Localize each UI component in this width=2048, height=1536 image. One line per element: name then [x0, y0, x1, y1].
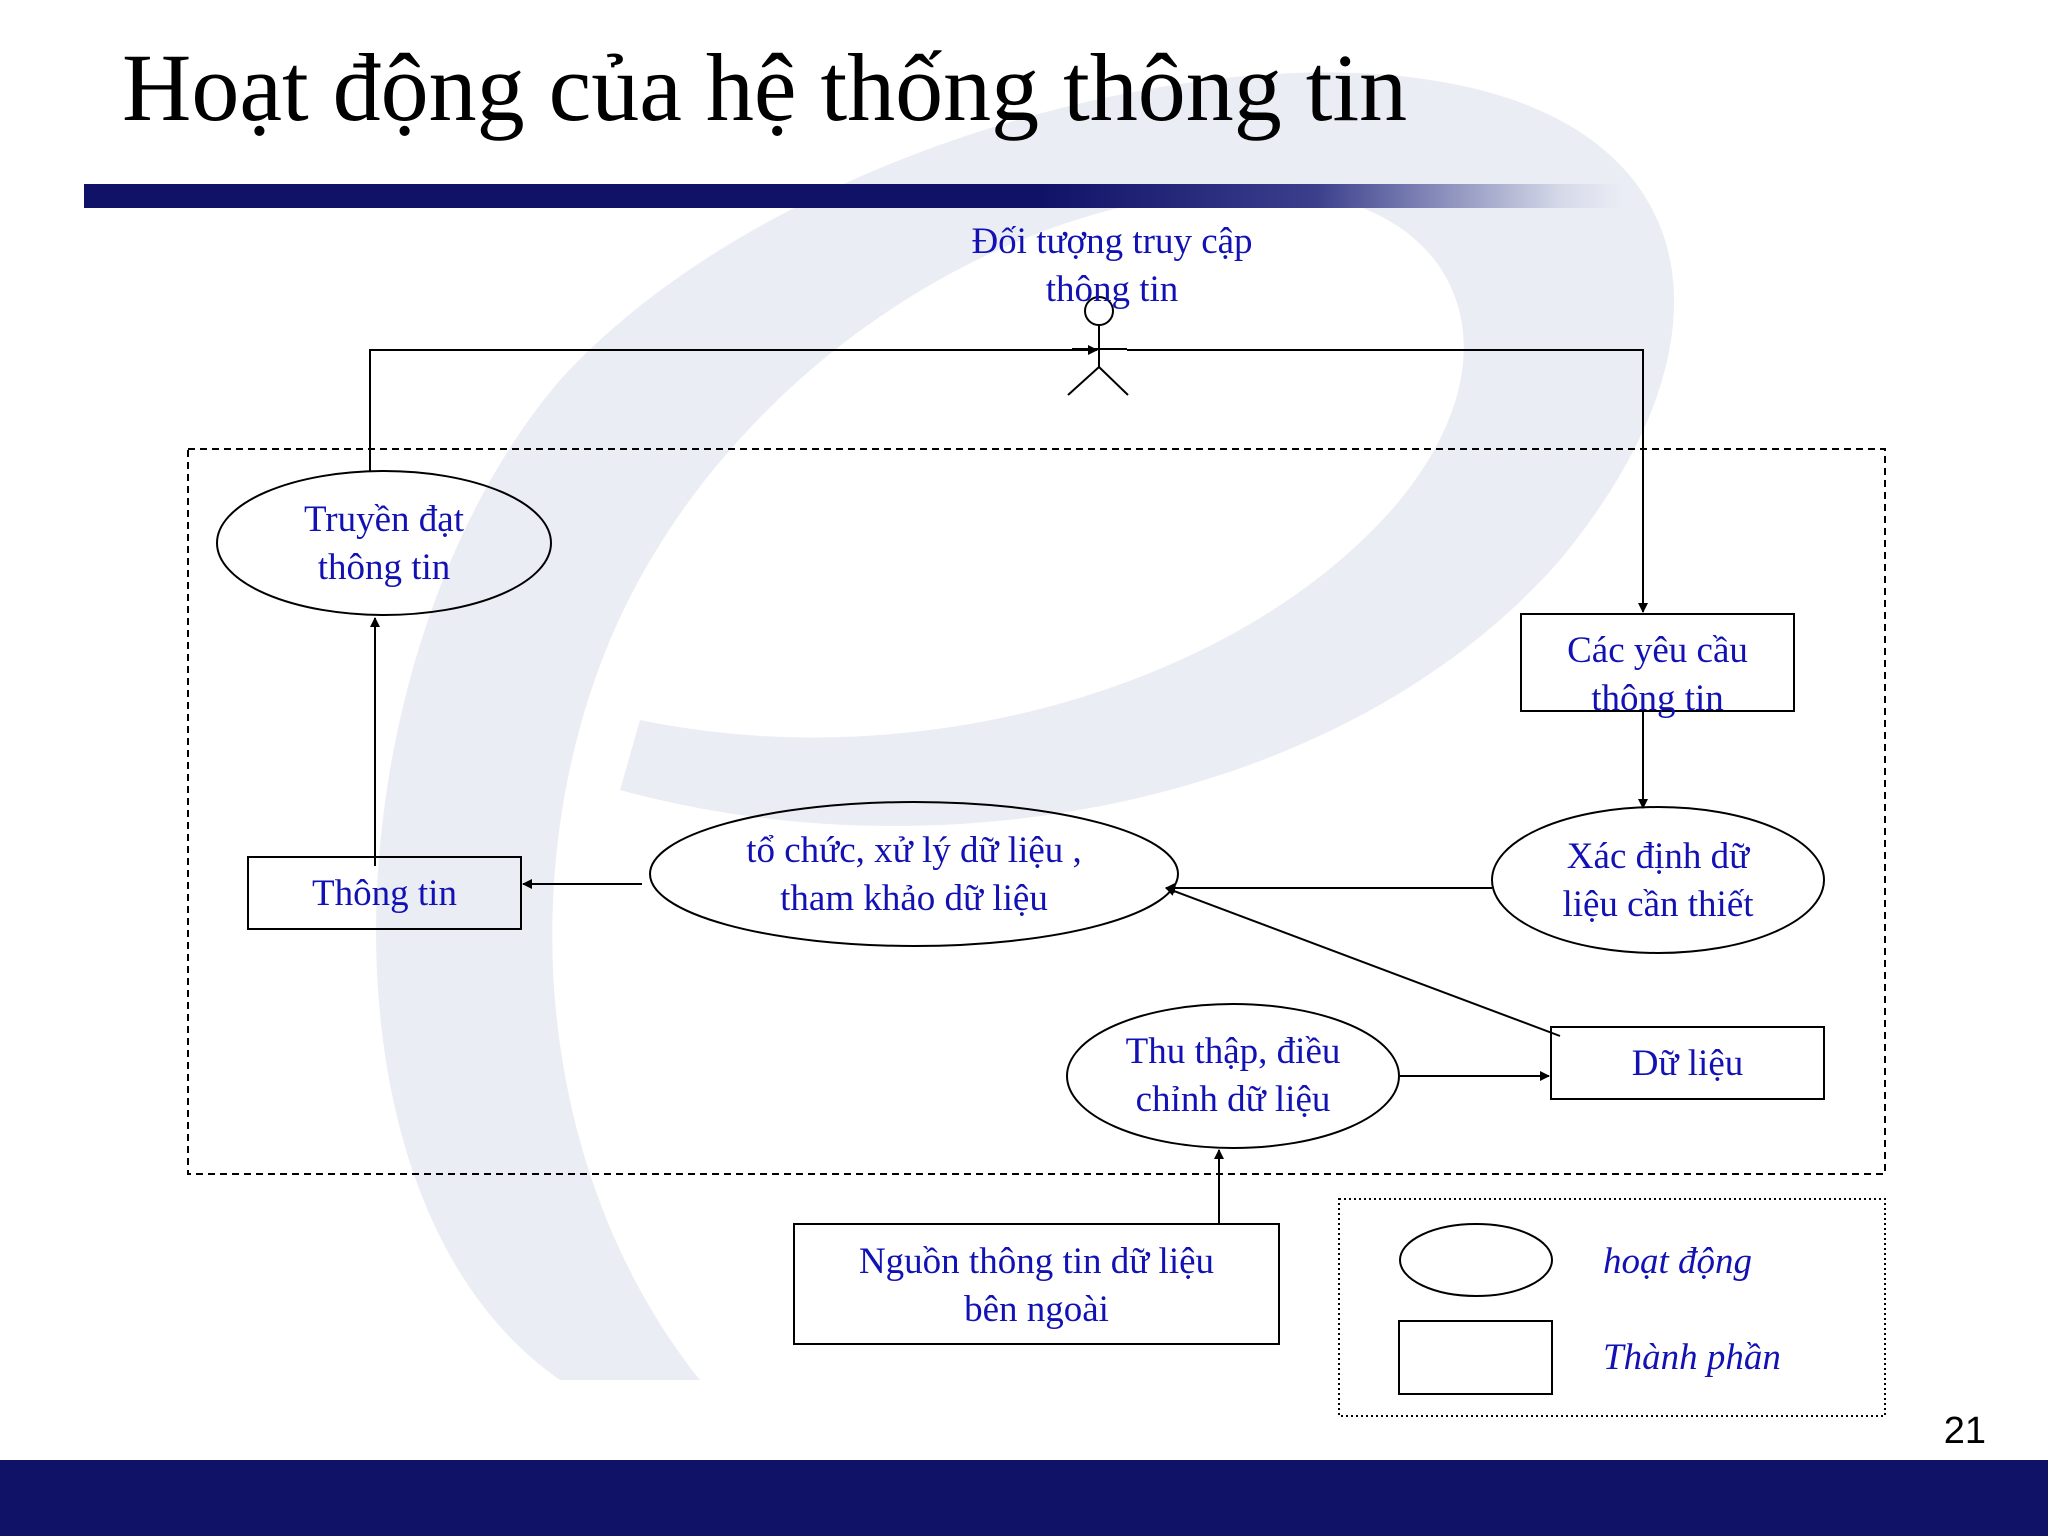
bottom-bar: [0, 1460, 2048, 1536]
legend-activity-label: hoạt động: [1603, 1241, 1753, 1282]
component-du-lieu-shape: [1550, 1026, 1825, 1100]
component-nguon-shape: [793, 1223, 1280, 1345]
component-yeu-cau-label: Các yêu cầu thông tin: [1567, 630, 1748, 719]
arrow-du-lieu-to-to-chuc: [1165, 886, 1561, 1037]
component-du-lieu-label: Dữ liệu: [1631, 1043, 1744, 1084]
component-nguon-label: Nguồn thông tin dữ liệu bên ngoài: [858, 1241, 1215, 1330]
system-boundary: [187, 448, 1886, 1175]
legend-box: [1338, 1198, 1886, 1417]
slide-title: Hoạt động của hệ thống thông tin: [122, 34, 1408, 141]
title-underline-bar: [84, 184, 1624, 208]
activity-thu-thap-shape: [1066, 1003, 1400, 1149]
activity-truyen-dat-label: Truyền đạt thông tin: [304, 499, 464, 588]
activity-xac-dinh-label: Xác định dữ liệu cần thiết: [1562, 836, 1754, 925]
activity-to-chuc-shape: [649, 801, 1179, 947]
arrow-actor-to-yeu-cau: [1127, 349, 1648, 613]
page-number: 21: [1943, 1410, 1986, 1452]
legend-component-label: Thành phần: [1603, 1337, 1781, 1378]
activity-to-chuc-label: tổ chức, xử lý dữ liệu , tham khảo dữ li…: [746, 830, 1082, 919]
actor-label: Đối tượng truy cập thông tin: [971, 221, 1253, 310]
arrow-truyen-dat-to-actor: [369, 345, 1098, 472]
component-thong-tin-shape: [247, 856, 522, 930]
activity-xac-dinh-shape: [1491, 806, 1825, 954]
activity-truyen-dat-shape: [216, 470, 552, 616]
component-thong-tin-label: Thông tin: [312, 873, 457, 914]
legend-component-shape: [1398, 1320, 1553, 1395]
activity-thu-thap-label: Thu thập, điều chỉnh dữ liệu: [1125, 1031, 1341, 1120]
actor-figure: [1067, 296, 1129, 396]
component-yeu-cau-shape: [1520, 613, 1795, 712]
legend-activity-shape: [1399, 1223, 1553, 1297]
